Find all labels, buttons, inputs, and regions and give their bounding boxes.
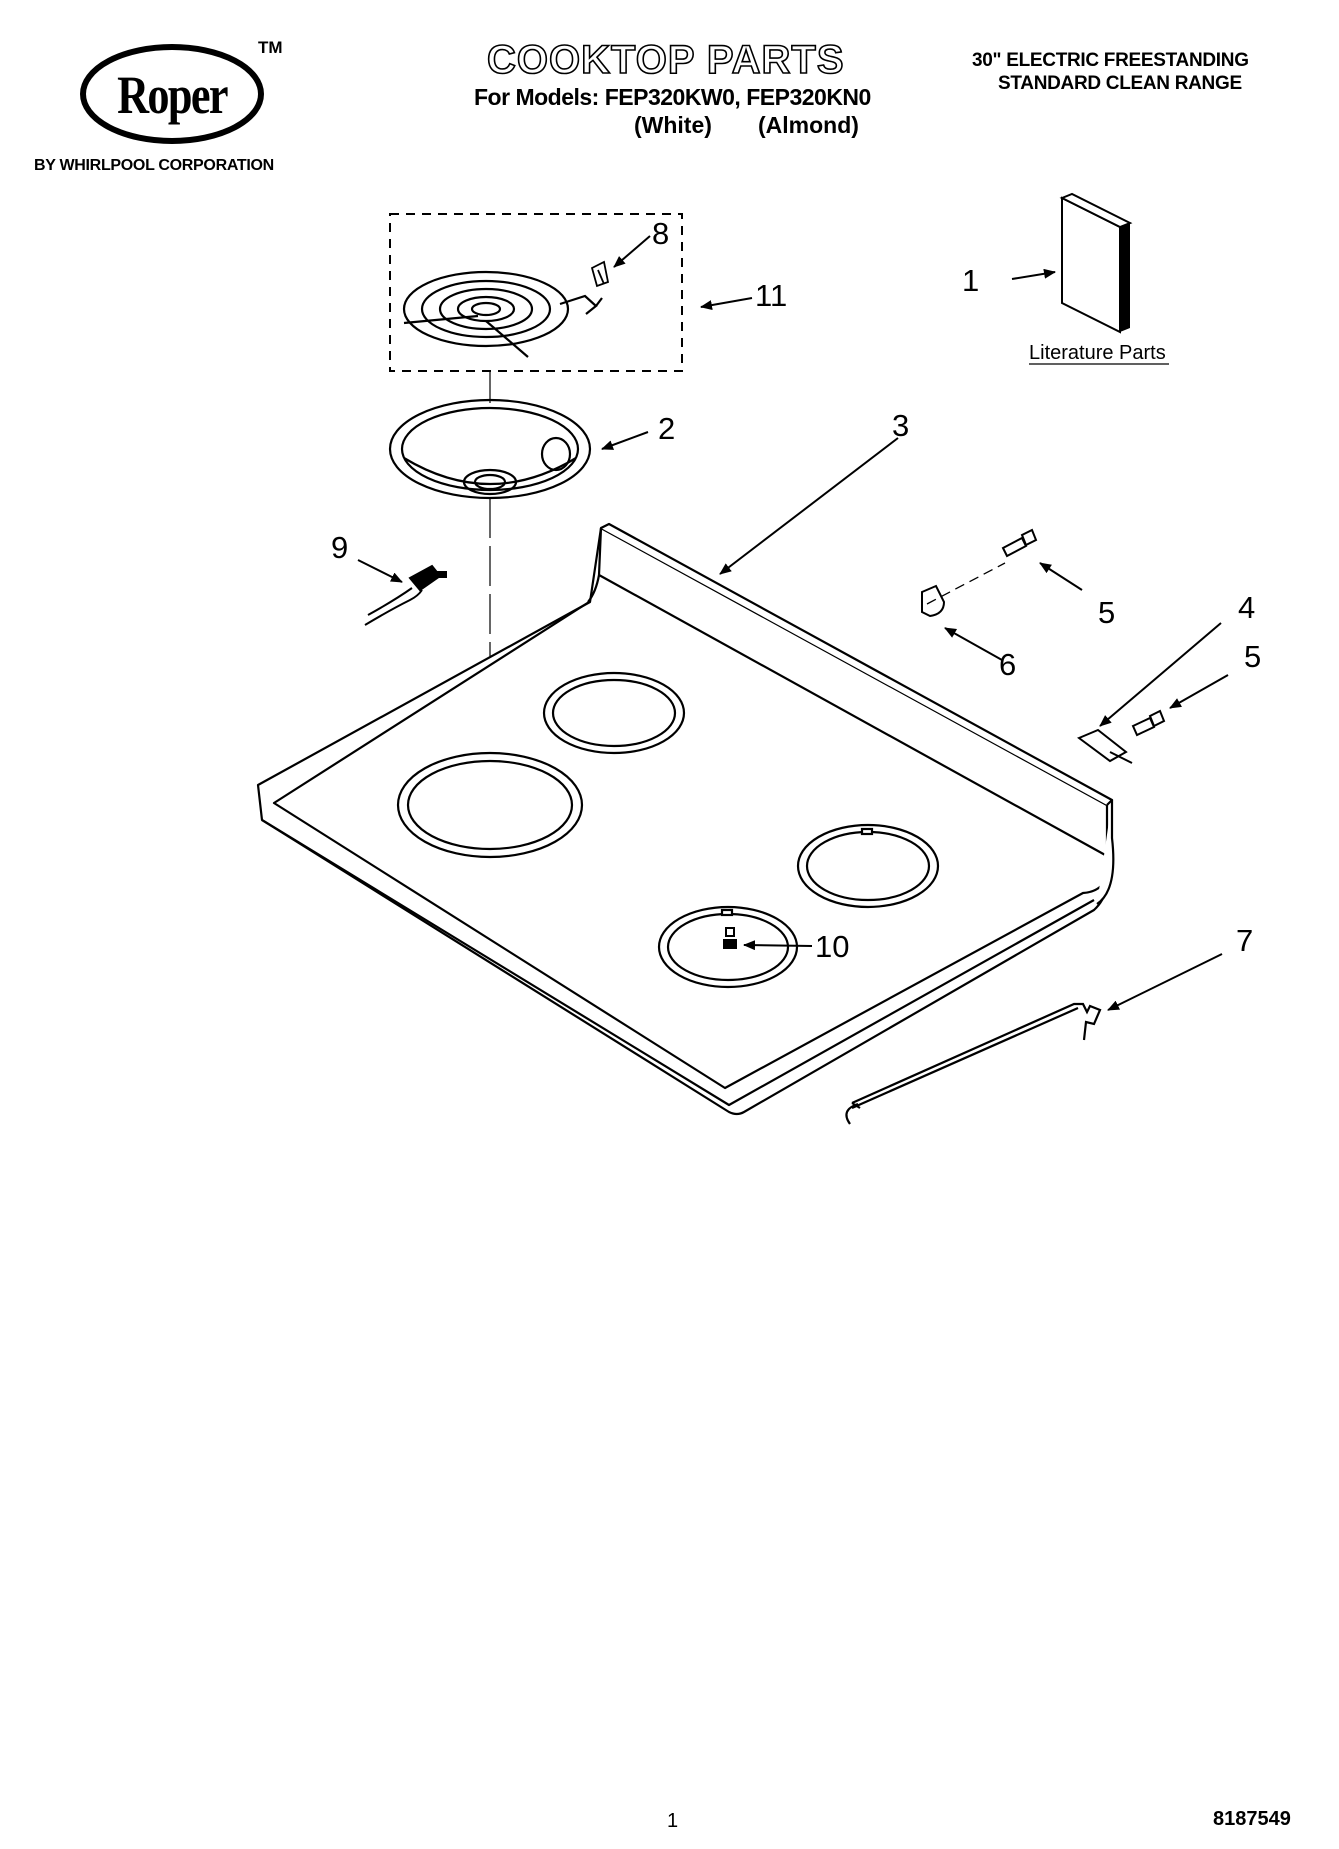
models-line: For Models: FEP320KW0, FEP320KN0 (474, 84, 871, 110)
clip-alignment-line (926, 562, 1006, 605)
drip-bowl (388, 398, 592, 500)
leader-line-8 (613, 235, 651, 268)
callout-5-upper: 5 (1098, 595, 1115, 630)
cooktop-main-top (256, 522, 1115, 1116)
callout-4: 4 (1238, 590, 1255, 625)
roper-logo: Roper (78, 42, 266, 147)
literature-part (1059, 192, 1133, 334)
callout-2: 2 (658, 411, 675, 446)
trademark-symbol: TM (258, 38, 283, 57)
leader-line-5-lower (1169, 674, 1229, 709)
hinge-bracket (1076, 728, 1133, 764)
clip-screw (1001, 528, 1038, 558)
burner-opening-right-front (657, 905, 799, 989)
callout-3: 3 (892, 408, 909, 443)
surface-element (402, 270, 603, 358)
callout-6: 6 (999, 647, 1016, 682)
leader-line-7 (1107, 953, 1223, 1011)
callout-10: 10 (815, 929, 849, 964)
model-color-almond: (Almond) (758, 112, 859, 138)
leader-line-10 (743, 940, 813, 951)
callout-5-lower: 5 (1244, 639, 1261, 674)
callout-7: 7 (1236, 923, 1253, 958)
receptacle-screw (723, 927, 737, 949)
hinge-screw (1131, 709, 1166, 737)
leader-line-4 (1099, 622, 1222, 727)
burner-opening-left-rear (542, 671, 686, 755)
product-description-line-2: STANDARD CLEAN RANGE (998, 73, 1242, 94)
callout-9: 9 (331, 530, 348, 565)
leader-line-11 (700, 297, 753, 311)
leader-line-3 (719, 437, 899, 575)
product-description-line-1: 30" ELECTRIC FREESTANDING (972, 50, 1249, 71)
cooktop-support-rod (845, 1002, 1102, 1125)
leader-line-5-upper (1039, 562, 1083, 591)
burner-opening-right-rear (796, 823, 940, 909)
burner-opening-left-front (396, 751, 584, 859)
brand-subtitle: BY WHIRLPOOL CORPORATION (34, 157, 274, 174)
surface-element-kit-box (389, 213, 683, 372)
literature-parts-label: Literature Parts (1029, 342, 1166, 364)
callout-8: 8 (652, 216, 669, 251)
leader-line-6 (944, 627, 1003, 661)
terminal-connector (364, 564, 447, 626)
callout-11: 11 (755, 278, 787, 313)
roper-logo-oval (80, 44, 264, 144)
callout-1: 1 (962, 263, 979, 298)
leader-line-2 (601, 431, 649, 450)
page-title: COOKTOP PARTS (486, 37, 845, 83)
document-number: 8187549 (1213, 1808, 1291, 1830)
leader-line-9 (357, 559, 403, 583)
terminal-block (590, 260, 610, 288)
page-number: 1 (667, 1810, 679, 1832)
leader-line-1 (1011, 268, 1056, 280)
model-color-white: (White) (634, 112, 712, 138)
roper-logo-text: Roper (117, 65, 228, 125)
